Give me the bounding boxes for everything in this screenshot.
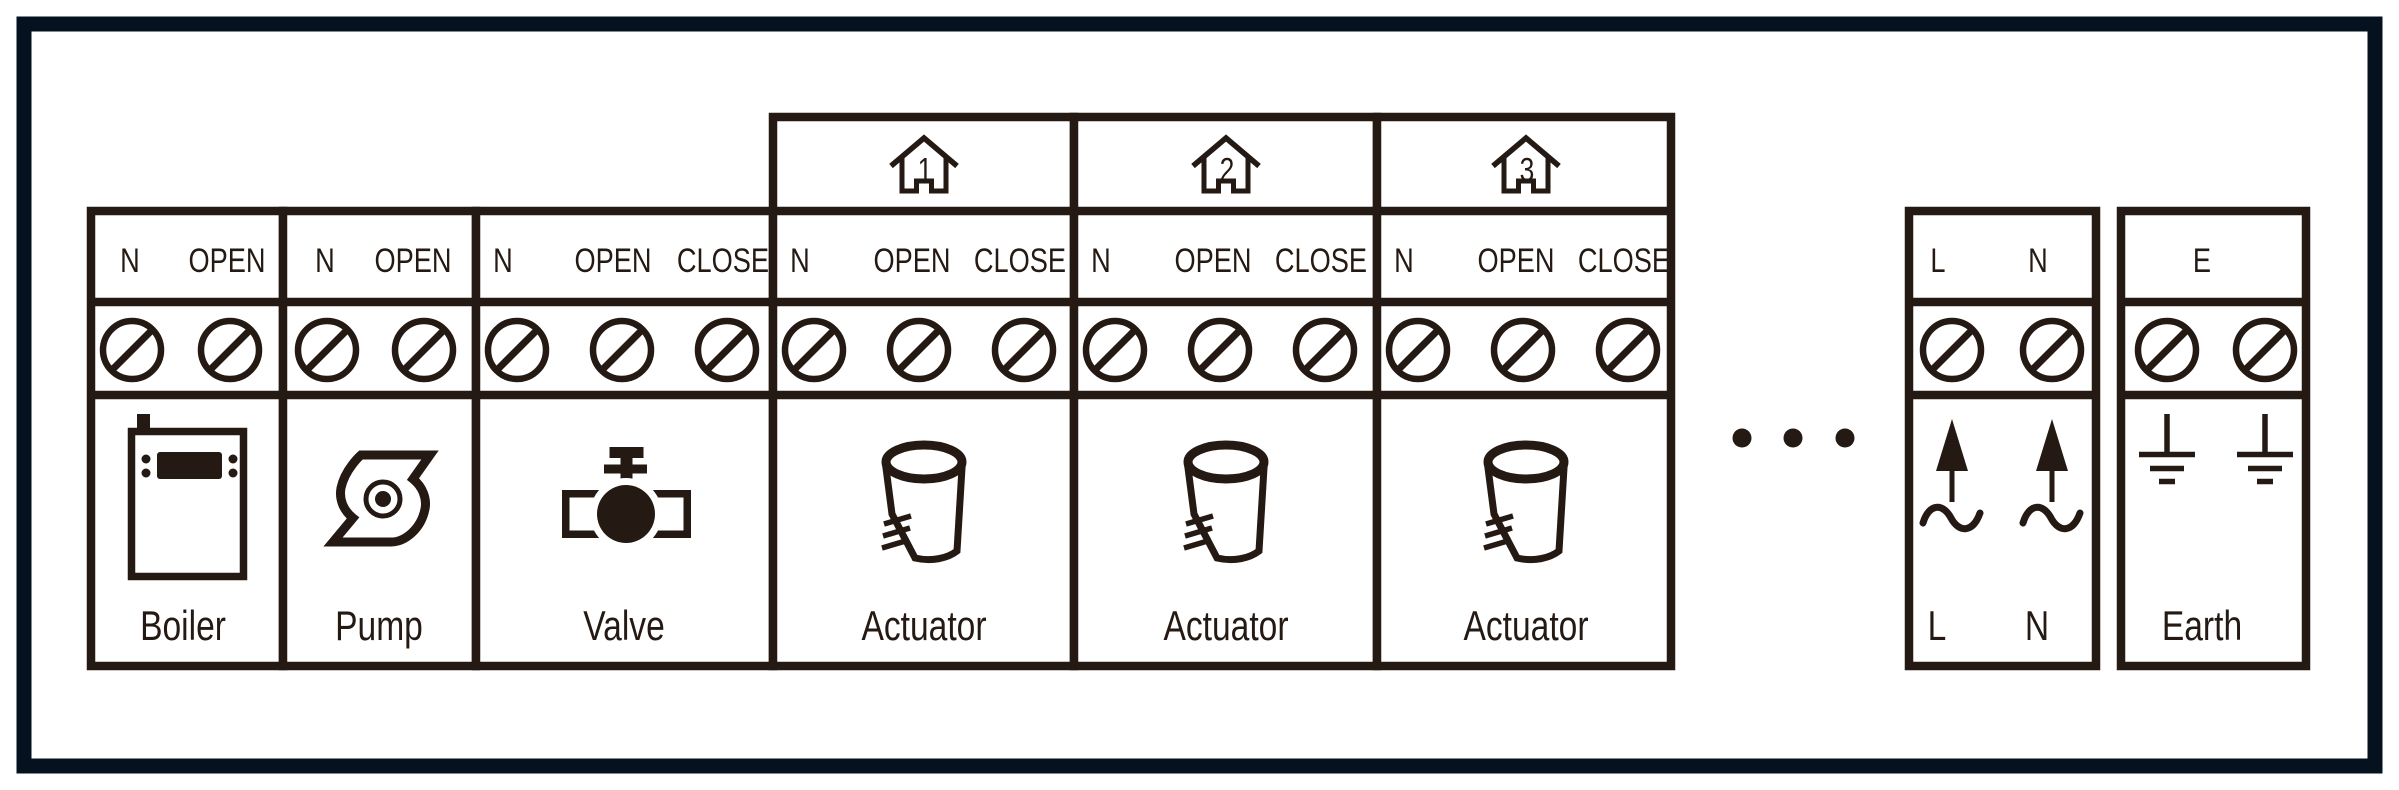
pump-label: Pump (335, 604, 423, 650)
power-block (1904, 206, 2101, 671)
actuator2-terminal-n: N (1091, 241, 1111, 280)
actuator2-terminal-open: OPEN (1174, 241, 1251, 280)
boiler-terminal-open: OPEN (188, 241, 265, 280)
power-terminal-n: N (2028, 241, 2048, 280)
screw-terminal-icon (593, 321, 651, 379)
actuator2-label: Actuator (1163, 604, 1288, 650)
actuator3-terminal-n: N (1394, 241, 1414, 280)
boiler-led (228, 454, 238, 464)
actuator3-terminal-open: OPEN (1477, 241, 1554, 280)
boiler-icon (127, 414, 248, 581)
earth-label: Earth (2162, 604, 2242, 650)
screw-terminal-icon (785, 321, 843, 379)
more-zones-ellipsis-icon (1732, 428, 1855, 448)
pump-hub (375, 491, 391, 507)
boiler-flue (137, 414, 150, 432)
earth-block (2116, 206, 2311, 671)
power-bottom-n: N (2025, 604, 2049, 650)
valve-label: Valve (583, 604, 665, 650)
screw-terminal-icon (1296, 321, 1354, 379)
screw-terminal-icon (890, 321, 948, 379)
boiler-led (228, 468, 238, 478)
page-border (16, 16, 2383, 774)
boiler-terminal-n: N (120, 241, 140, 280)
pump-icon (323, 450, 439, 547)
actuator3-terminal-close: CLOSE (1578, 241, 1670, 280)
ellipsis-dot (1835, 428, 1855, 448)
screw-terminal-icon (488, 321, 546, 379)
valve-icon (562, 447, 691, 550)
boiler-led (141, 468, 151, 478)
screw-terminal-icon (1086, 321, 1144, 379)
power-terminal-l: L (1930, 241, 1945, 280)
actuator-icon (1184, 445, 1264, 560)
zone-number: 1 (918, 152, 933, 188)
zone-number: 2 (1220, 152, 1235, 188)
device-labels: Boiler Pump Valve Actuator Actuator Actu… (140, 604, 2242, 650)
valve-terminal-close: CLOSE (677, 241, 769, 280)
screw-terminal-icon (103, 321, 161, 379)
ellipsis-dot (1732, 428, 1752, 448)
ellipsis-dot (1783, 428, 1803, 448)
actuator2-terminal-close: CLOSE (1275, 241, 1367, 280)
actuator1-terminal-close: CLOSE (974, 241, 1066, 280)
zone-number: 3 (1520, 152, 1535, 188)
actuator-icon (1484, 445, 1564, 560)
screw-terminal-icon (1923, 321, 1981, 379)
valve-terminal-open: OPEN (574, 241, 651, 280)
screw-terminal-icon (698, 321, 756, 379)
boiler-led (141, 454, 151, 464)
valve-terminal-n: N (493, 241, 513, 280)
actuator3-label: Actuator (1463, 604, 1588, 650)
pump-terminal-open: OPEN (374, 241, 451, 280)
boiler-label: Boiler (140, 604, 226, 650)
block-outlines (86, 112, 2311, 671)
pump-terminal-n: N (315, 241, 335, 280)
screw-terminal-icon (201, 321, 259, 379)
screw-terminal-icon (1494, 321, 1552, 379)
screw-terminal-icon (1191, 321, 1249, 379)
pump-volute (323, 450, 439, 547)
boiler-display (157, 452, 222, 479)
screw-terminal-icon (1389, 321, 1447, 379)
screw-terminal-icon (395, 321, 453, 379)
zone-houses: 1 2 3 (891, 138, 1559, 191)
actuator1-terminal-open: OPEN (873, 241, 950, 280)
screw-terminal-icon (1599, 321, 1657, 379)
screw-terminal-icon (298, 321, 356, 379)
valve-ball (597, 485, 655, 543)
actuator1-terminal-n: N (790, 241, 810, 280)
terminal-labels: N OPEN N OPEN N OPEN CLOSE N OPEN CLOSE … (120, 241, 2211, 280)
earth-terminal-e: E (2193, 241, 2211, 280)
actuator1-label: Actuator (861, 604, 986, 650)
screw-terminal-icon (2138, 321, 2196, 379)
screw-terminal-icon (2023, 321, 2081, 379)
screw-terminal-icon (2236, 321, 2294, 379)
pump-block (278, 206, 481, 671)
boiler-block (86, 206, 288, 671)
screw-terminals (103, 321, 2294, 379)
pump-impeller (363, 479, 403, 519)
screw-terminal-icon (995, 321, 1053, 379)
power-bottom-l: L (1928, 604, 1947, 650)
actuator-icon (882, 445, 962, 560)
